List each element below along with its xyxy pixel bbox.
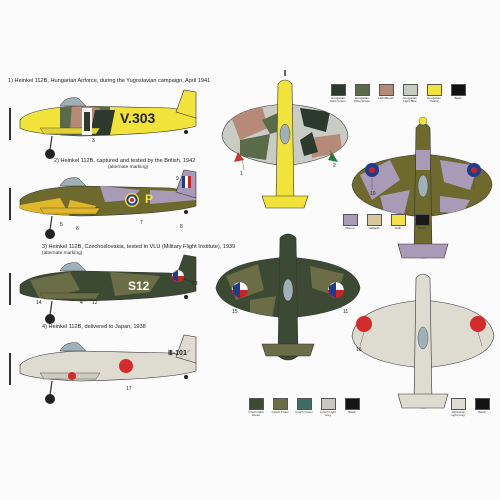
swatch-chip (390, 214, 406, 226)
callout-14: 14 (36, 300, 42, 306)
british-letter: P (145, 192, 154, 206)
swatch-chip (426, 84, 442, 96)
caption-3: 3) Heinkel 112B, Czechoslovakia, tested … (42, 244, 236, 250)
aircraft-1-side (9, 89, 197, 159)
callout-12: 12 (92, 300, 98, 306)
swatch-row-bottom: Czech Dark Green Czech Khaki Czech Green… (246, 398, 362, 418)
swatch-chip (366, 214, 382, 226)
swatch-label: Czech Dark Green (248, 410, 264, 418)
swatch: Japanese Light Grey (448, 398, 468, 418)
swatch-label: Czech Light Grey (320, 410, 336, 418)
czech-code: S12 (128, 279, 150, 293)
aircraft-1-top-view (221, 70, 349, 209)
swatch-label: Japanese Light Grey (451, 410, 465, 418)
hungarian-code: V.303 (120, 110, 156, 126)
swatch-chip (402, 84, 418, 96)
caption-2: 2) Heinkel 112B, captured and tested by … (54, 158, 196, 164)
aircraft-4-top-view (351, 273, 495, 409)
swatch: Czech Khaki (270, 398, 290, 418)
caption-4: 4) Heinkel 112B, delivered to Japan, 193… (42, 324, 146, 330)
swatch-row-bottom-right: Japanese Light Grey Black (448, 398, 492, 418)
swatch: Hungarian Light Blue (400, 84, 420, 104)
caption-3-alt: (alternate marking) (42, 251, 83, 256)
callout-9: 9 (176, 176, 179, 182)
swatch-label: Mauve (345, 226, 355, 230)
swatch-label: Black (348, 410, 356, 414)
callout-1: 1 (240, 171, 243, 177)
swatch-label: Light Brown (378, 96, 394, 100)
swatch-chip (296, 398, 312, 410)
swatch-chip (272, 398, 288, 410)
swatch: Mauve (340, 214, 360, 230)
callout-16: 16 (356, 347, 362, 353)
callout-17: 17 (126, 386, 132, 392)
swatch-chip (320, 398, 336, 410)
swatch-label: Gelb (394, 226, 402, 230)
swatch: Black (472, 398, 492, 418)
swatch: Hungarian Yellow (424, 84, 444, 104)
swatch-label: Black (418, 226, 426, 230)
caption-2-alt: (alternate marking) (108, 165, 149, 170)
swatch-label: Black (478, 410, 486, 414)
callout-6: 6 (76, 226, 79, 232)
swatch: Czech Light Grey (318, 398, 338, 418)
swatch: Czech Green (294, 398, 314, 418)
swatch: Hellgelb (364, 214, 384, 230)
swatch-chip (378, 84, 394, 96)
callout-8: 8 (180, 224, 183, 230)
swatch-row-mid: Mauve Hellgelb Gelb Black (340, 214, 432, 230)
aircraft-3-top-view (215, 233, 361, 361)
swatch-label: Hungarian Olive Green (353, 96, 370, 104)
callout-15: 15 (232, 309, 238, 315)
callout-7: 7 (140, 220, 143, 226)
swatch: Black (342, 398, 362, 418)
swatch: Black (412, 214, 432, 230)
swatch-chip (344, 398, 360, 410)
swatch-row-top: Hungarian Dark Green Hungarian Olive Gre… (328, 84, 468, 104)
japan-code: Ⅲ-101 (168, 350, 187, 357)
swatch: Czech Dark Green (246, 398, 266, 418)
callout-11: 11 (343, 309, 349, 315)
callout-3: 3 (92, 138, 95, 144)
aircraft-4-side (9, 334, 197, 404)
swatch-chip (354, 84, 370, 96)
swatch: Gelb (388, 214, 408, 230)
callout-10: 10 (370, 191, 376, 197)
swatch-label: Czech Green (295, 410, 313, 414)
callout-13: 13 (192, 281, 198, 287)
swatch: Black (448, 84, 468, 104)
swatch-chip (450, 398, 466, 410)
callout-5: 5 (60, 222, 63, 228)
swatch-chip (330, 84, 346, 96)
swatch: Hungarian Olive Green (352, 84, 372, 104)
aircraft-2-side (9, 169, 197, 239)
swatch-label: Black (454, 96, 462, 100)
swatch-chip (248, 398, 264, 410)
swatch-label: Hungarian Yellow (427, 96, 441, 104)
aircraft-2-top-view (351, 116, 493, 259)
swatch-chip (450, 84, 466, 96)
swatch: Light Brown (376, 84, 396, 104)
swatch: Hungarian Dark Green (328, 84, 348, 104)
swatch-label: Hungarian Light Blue (403, 96, 417, 104)
callout-4: 4 (80, 300, 83, 306)
aircraft-3-side (9, 254, 197, 324)
swatch-label: Hungarian Dark Green (330, 96, 346, 104)
caption-1: 1) Heinkel 112B, Hungarian Airforce, dur… (8, 78, 211, 84)
swatch-chip (342, 214, 358, 226)
callout-leaders (174, 149, 483, 359)
callout-2: 2 (333, 163, 336, 169)
swatch-chip (414, 214, 430, 226)
swatch-label: Czech Khaki (271, 410, 289, 414)
swatch-chip (474, 398, 490, 410)
swatch-label: Hellgelb (368, 226, 380, 230)
